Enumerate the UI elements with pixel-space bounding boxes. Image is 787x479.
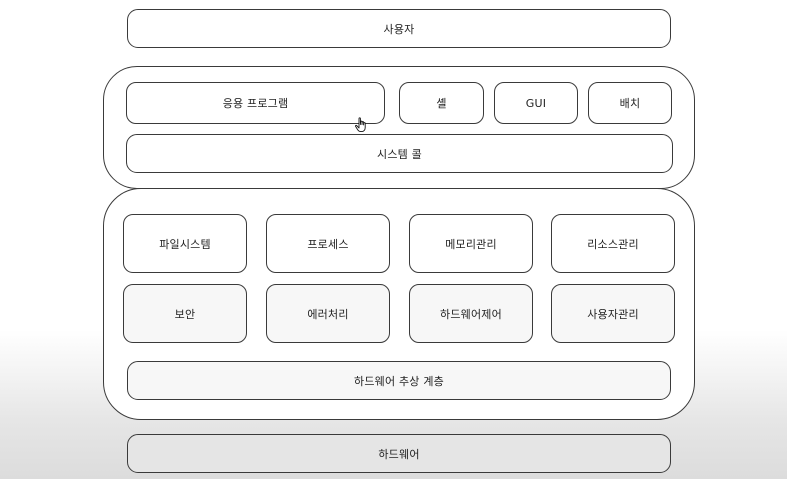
app-programs-label: 응용 프로그램 [222, 97, 289, 110]
hal-box: 하드웨어 추상 계층 [127, 361, 671, 400]
kernel-module-label: 메모리관리 [445, 237, 497, 251]
system-call-box: 시스템 콜 [126, 134, 673, 173]
kernel-module-label: 하드웨어제어 [440, 307, 502, 321]
kernel-module-box: 메모리관리 [409, 214, 533, 273]
shell-label: 셸 [436, 97, 447, 110]
kernel-module-label: 에러처리 [307, 307, 349, 321]
hardware-box: 하드웨어 [127, 434, 671, 473]
system-call-label: 시스템 콜 [377, 147, 422, 161]
gui-box: GUI [494, 82, 578, 124]
user-box: 사용자 [127, 9, 671, 48]
kernel-module-label: 파일시스템 [159, 237, 211, 251]
user-label: 사용자 [383, 22, 415, 36]
kernel-module-box: 리소스관리 [551, 214, 675, 273]
kernel-module-box: 프로세스 [266, 214, 390, 273]
kernel-module-box: 파일시스템 [123, 214, 247, 273]
kernel-module-box: 에러처리 [266, 284, 390, 343]
app-programs-box: 응용 프로그램 [126, 82, 385, 124]
gui-label: GUI [525, 96, 547, 110]
hand-pointer-icon [355, 117, 366, 133]
kernel-module-label: 프로세스 [307, 237, 349, 251]
kernel-module-label: 사용자관리 [587, 307, 639, 321]
batch-box: 배치 [588, 82, 672, 124]
kernel-module-label: 리소스관리 [587, 237, 639, 251]
batch-label: 배치 [619, 97, 641, 110]
shell-box: 셸 [399, 82, 484, 124]
kernel-module-box: 보안 [123, 284, 247, 343]
kernel-module-label: 보안 [174, 307, 196, 321]
kernel-module-box: 하드웨어제어 [409, 284, 533, 343]
kernel-module-box: 사용자관리 [551, 284, 675, 343]
hal-label: 하드웨어 추상 계층 [354, 374, 444, 388]
hardware-label: 하드웨어 [378, 447, 420, 461]
